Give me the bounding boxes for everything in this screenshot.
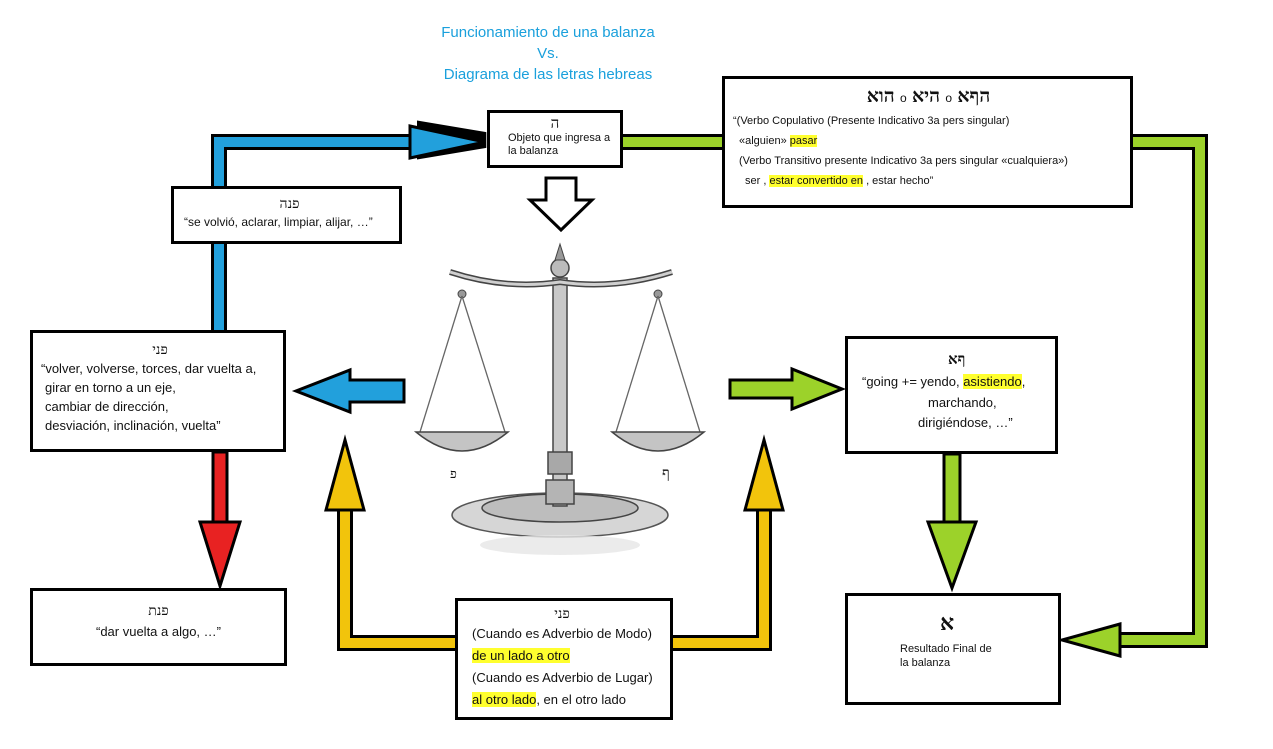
- pani-left-line-4: desviación, inclinación, vuelta”: [45, 418, 221, 433]
- verb-line-2: «alguien» pasar: [733, 131, 1124, 151]
- verb-line-1: “(Verbo Copulativo (Presente Indicativo …: [733, 115, 1010, 127]
- diagram-title: Funcionamiento de una balanza Vs. Diagra…: [398, 22, 698, 85]
- fa-line-2: marchando,: [928, 395, 997, 410]
- right-pan-letter: ף: [662, 464, 670, 482]
- green-arrowhead-aleph: [1056, 622, 1122, 658]
- object-text-line-1: Objeto que ingresa a: [508, 132, 611, 144]
- heading-separator-1: o: [899, 91, 907, 105]
- left-pan-letter: פ: [450, 467, 457, 482]
- green-arrowhead-down: [925, 520, 979, 593]
- aleph-text-line-2: la balanza: [900, 657, 951, 669]
- verb-line-4-text: ser ,: [745, 175, 770, 187]
- pani-left-line-1: “volver, volverse, torces, dar vuelta a,: [41, 361, 257, 376]
- verb-heading: הוא o היא o הףא: [733, 83, 1124, 111]
- pani-bottom-line-3: (Cuando es Adverbio de Lugar): [472, 670, 653, 685]
- verb-line-2-text: «alguien»: [739, 135, 790, 147]
- box-fa: ףא “going += yendo, asistiendo, marchand…: [845, 336, 1058, 454]
- hebrew-pant: פנת: [148, 603, 169, 619]
- aleph-text-line-1: Resultado Final de: [900, 643, 992, 655]
- pani-bottom-line-1: (Cuando es Adverbio de Modo): [472, 626, 652, 641]
- box-pana: פנה “se volvió, aclarar, limpiar, alijar…: [171, 186, 402, 244]
- box-aleph-result: א Resultado Final de la balanza: [845, 593, 1061, 705]
- verb-line-2-highlight: pasar: [789, 135, 818, 147]
- yellow-arrowhead-right: [743, 434, 785, 512]
- pani-bottom-line-4-tail: , en el otro lado: [536, 692, 626, 707]
- green-connector-down: [942, 452, 962, 526]
- green-arrow-right: [728, 366, 847, 412]
- hebrew-hua: הוא: [866, 85, 895, 107]
- title-line-1: Funcionamiento de una balanza: [441, 24, 655, 41]
- object-text-line-2: la balanza: [508, 145, 559, 157]
- title-line-2: Vs.: [537, 45, 559, 62]
- balance-scale-illustration: [413, 242, 707, 555]
- box-object-input: ה Objeto que ingresa a la balanza: [487, 110, 623, 168]
- pani-left-line-2: girar en torno a un eje,: [45, 380, 176, 395]
- hebrew-letter-he: ה: [550, 114, 560, 132]
- hebrew-hia: היא: [911, 85, 941, 107]
- pani-bottom-line-2-highlight: de un lado a otro: [472, 648, 570, 663]
- blue-arrowhead-top: [408, 124, 486, 160]
- hebrew-fa: ףא: [948, 350, 966, 368]
- box-verb-definition: הוא o היא o הףא “(Verbo Copulativo (Pres…: [722, 76, 1133, 208]
- red-arrowhead: [197, 520, 243, 592]
- title-line-3: Diagrama de las letras hebreas: [443, 66, 653, 83]
- red-connector: [211, 450, 229, 526]
- box-pani-left: פני “volver, volverse, torces, dar vuelt…: [30, 330, 286, 452]
- verb-line-3: (Verbo Transitivo presente Indicativo 3a…: [739, 155, 1068, 167]
- box-pant: פנת “dar vuelta a algo, …”: [30, 588, 287, 666]
- fa-line-1-tail: ,: [1021, 374, 1026, 389]
- fa-line-1-highlight: asistiendo: [963, 374, 1022, 389]
- pani-bottom-line-4-highlight: al otro lado: [472, 692, 537, 707]
- green-connector: [622, 137, 1205, 645]
- hebrew-pani-left: פני: [152, 342, 168, 358]
- hebrew-pana: פנה: [279, 196, 300, 212]
- hebrew-hafa: הףא: [957, 85, 991, 107]
- fa-line-1-text: “going += yendo,: [862, 374, 964, 389]
- yellow-arrowhead-left: [324, 434, 366, 512]
- verb-line-4-tail: , estar hecho”: [863, 175, 934, 187]
- pana-text: “se volvió, aclarar, limpiar, alijar, …”: [184, 215, 373, 229]
- verb-line-4: ser , estar convertido en , estar hecho”: [733, 171, 1124, 191]
- pani-bottom-line-4: al otro lado, en el otro lado: [472, 689, 666, 711]
- pant-text: “dar vuelta a algo, …”: [95, 624, 221, 639]
- hebrew-pani-bottom: פני: [554, 606, 570, 622]
- blue-connector-fill: [214, 137, 430, 332]
- yellow-connector: [340, 505, 769, 648]
- pani-bottom-line-2: de un lado a otro: [472, 645, 666, 667]
- blue-arrow-left: [291, 367, 406, 415]
- hebrew-aleph: א: [940, 610, 955, 636]
- hollow-arrow-down: [526, 176, 596, 233]
- box-pani-bottom: פני (Cuando es Adverbio de Modo) de un l…: [455, 598, 673, 720]
- pani-left-line-3: cambiar de dirección,: [45, 399, 169, 414]
- heading-separator-2: o: [945, 91, 953, 105]
- fa-line-3: dirigiéndose, …”: [918, 415, 1013, 430]
- verb-line-4-highlight: estar convertido en: [769, 175, 864, 187]
- fa-line-1: “going += yendo, asistiendo,: [862, 371, 1051, 393]
